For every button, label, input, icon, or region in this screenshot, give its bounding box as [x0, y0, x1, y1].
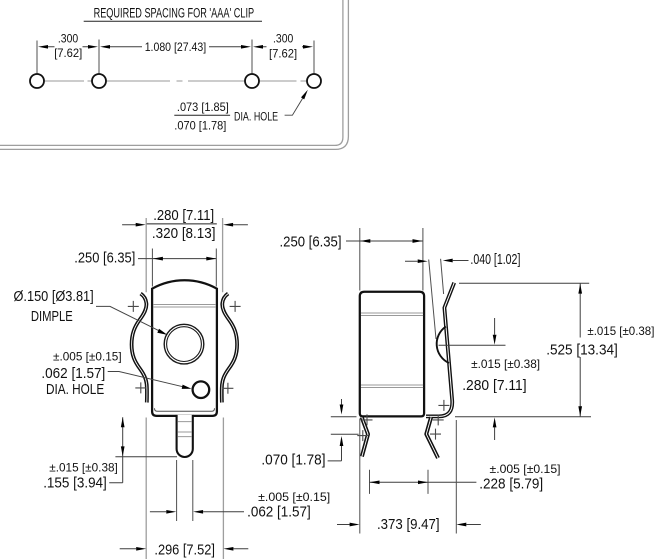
svg-text:±.005 [±0.15]: ±.005 [±0.15]	[490, 462, 561, 476]
svg-text:1.080 [27.43]: 1.080 [27.43]	[145, 41, 207, 54]
svg-text:DIA. HOLE: DIA. HOLE	[46, 381, 104, 398]
svg-text:[7.62]: [7.62]	[269, 48, 297, 61]
svg-text:.320 [8.13]: .320 [8.13]	[152, 225, 216, 242]
svg-text:±.015 [±0.38]: ±.015 [±0.38]	[49, 461, 118, 475]
svg-text:.062 [1.57]: .062 [1.57]	[41, 365, 105, 382]
svg-text:.155 [3.94]: .155 [3.94]	[43, 474, 107, 491]
svg-text:.070 [1.78]: .070 [1.78]	[261, 452, 325, 469]
svg-text:.250 [6.35]: .250 [6.35]	[74, 250, 135, 267]
svg-text:.040 [1.02]: .040 [1.02]	[470, 251, 520, 268]
svg-text:Ø.150 [Ø3.81]: Ø.150 [Ø3.81]	[14, 288, 94, 305]
svg-text:±.015 [±0.38]: ±.015 [±0.38]	[587, 324, 654, 338]
svg-text:.228 [5.79]: .228 [5.79]	[479, 476, 543, 493]
svg-text:.073 [1.85]: .073 [1.85]	[177, 101, 229, 114]
svg-text:.062 [1.57]: .062 [1.57]	[247, 503, 311, 520]
svg-text:DIMPLE: DIMPLE	[31, 308, 73, 325]
svg-text:DIA. HOLE: DIA. HOLE	[234, 111, 278, 124]
svg-text:±.015 [±0.38]: ±.015 [±0.38]	[471, 357, 540, 371]
svg-text:.280 [7.11]: .280 [7.11]	[153, 207, 214, 224]
svg-text:.250 [6.35]: .250 [6.35]	[280, 234, 342, 251]
svg-text:.300: .300	[273, 32, 293, 45]
svg-text:.296 [7.52]: .296 [7.52]	[154, 541, 215, 558]
svg-text:.300: .300	[58, 32, 78, 45]
svg-text:±.005 [±0.15]: ±.005 [±0.15]	[53, 349, 122, 363]
svg-text:.070 [1.78]: .070 [1.78]	[174, 120, 226, 133]
svg-text:.280 [7.11]: .280 [7.11]	[462, 377, 526, 394]
svg-text:[7.62]: [7.62]	[54, 47, 82, 60]
svg-text:.525 [13.34]: .525 [13.34]	[546, 342, 618, 359]
svg-text:.373 [9.47]: .373 [9.47]	[377, 516, 440, 533]
svg-text:REQUIRED SPACING FOR 'AAA' CLI: REQUIRED SPACING FOR 'AAA' CLIP	[94, 6, 255, 21]
svg-text:±.005 [±0.15]: ±.005 [±0.15]	[258, 490, 330, 504]
